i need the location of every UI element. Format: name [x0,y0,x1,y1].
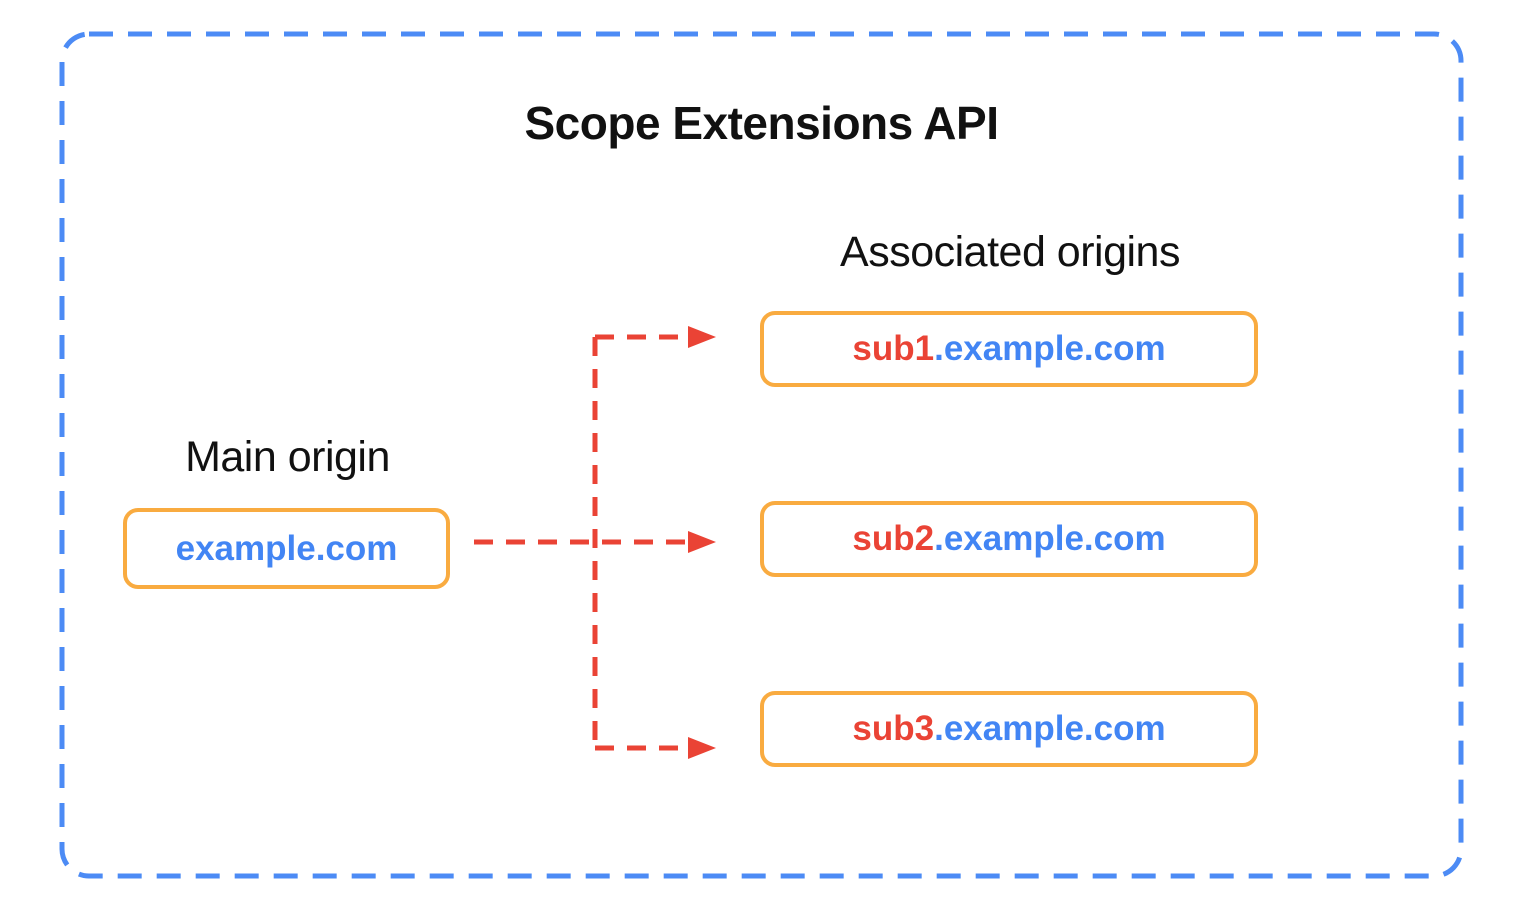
sub2-prefix: sub2 [852,519,935,558]
associated-origins-label: Associated origins [840,228,1180,276]
associated-origin-box-sub2: sub2.example.com [760,501,1258,577]
main-origin-box: example.com [123,508,450,589]
sub3-prefix: sub3 [852,709,935,748]
arrowhead-sub3-icon [688,737,716,759]
sub2-suffix: .example.com [934,519,1166,558]
associated-origin-box-sub3: sub3.example.com [760,691,1258,767]
diagram-title: Scope Extensions API [524,97,1000,149]
main-origin-label: Main origin [185,433,390,481]
arrowhead-sub1-icon [688,326,716,348]
sub3-suffix: .example.com [934,709,1166,748]
sub1-prefix: sub1 [852,329,935,368]
arrowhead-sub2-icon [688,531,716,553]
sub1-suffix: .example.com [934,329,1166,368]
associated-origin-box-sub1: sub1.example.com [760,311,1258,387]
main-origin-domain: example.com [175,528,398,568]
